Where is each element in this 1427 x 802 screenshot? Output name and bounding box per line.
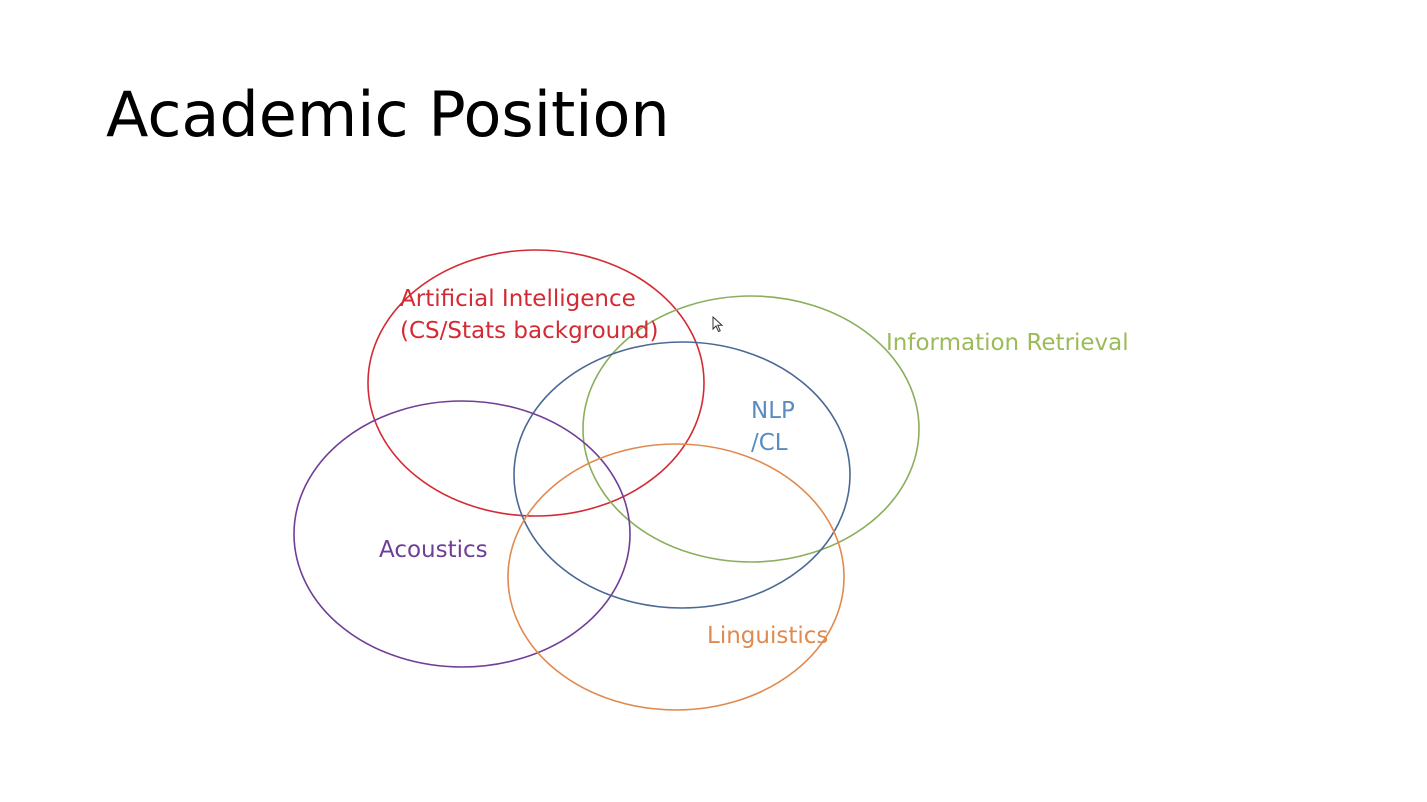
acoustics-label: Acoustics	[379, 537, 488, 563]
artificial-intelligence-label-line2: (CS/Stats background)	[400, 318, 659, 344]
nlp-cl-label: NLP /CL	[751, 395, 795, 459]
nlp-cl-ellipse	[513, 341, 851, 609]
artificial-intelligence-label: Artificial Intelligence (CS/Stats backgr…	[400, 283, 658, 347]
slide-title: Academic Position	[106, 78, 670, 151]
nlp-cl-label-line2: /CL	[751, 430, 788, 456]
mouse-pointer-icon	[712, 316, 724, 333]
linguistics-label: Linguistics	[707, 623, 829, 649]
linguistics-ellipse	[507, 443, 845, 711]
artificial-intelligence-label-line1: Artificial Intelligence	[400, 286, 636, 312]
information-retrieval-label: Information Retrieval	[886, 330, 1129, 356]
acoustics-ellipse	[293, 400, 631, 668]
nlp-cl-label-line1: NLP	[751, 398, 795, 424]
information-retrieval-ellipse	[582, 295, 920, 563]
artificial-intelligence-ellipse	[367, 249, 705, 517]
